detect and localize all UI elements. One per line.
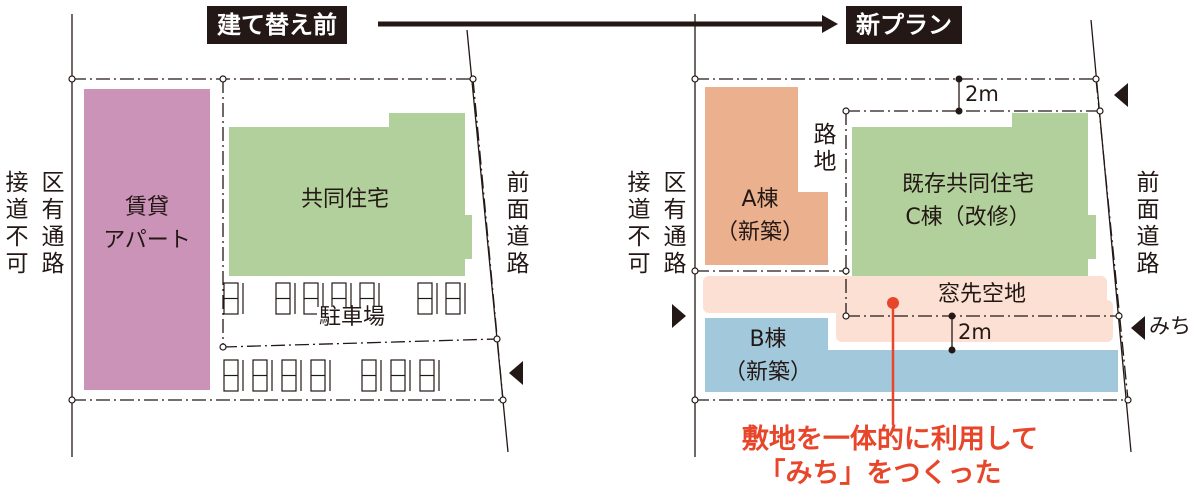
building-b-sub: （新築）: [723, 360, 813, 385]
dimension-mid-label: 2m: [958, 320, 992, 344]
building-a: [705, 87, 828, 265]
building-c-label: 既存共同住宅: [901, 172, 1035, 197]
transition-arrow: [378, 15, 838, 33]
callout-pointer: [887, 297, 899, 425]
building-a-label: A棟: [741, 187, 779, 212]
building-a-sub: （新築）: [715, 220, 805, 245]
apartment-complex-building: [229, 113, 472, 276]
entrance-marker-icon: [672, 304, 686, 328]
building-c: [852, 113, 1096, 276]
left-road-label: 区有通路: [659, 170, 685, 278]
alley-label: 路地: [809, 122, 835, 176]
parking-label: 駐車場: [316, 305, 388, 330]
apartment-label-1: 賃貸: [124, 195, 170, 220]
michi-marker-icon: [1131, 316, 1145, 340]
apartment-label-2: アパート: [103, 228, 191, 253]
after-plan: [672, 14, 1145, 457]
window-space-label: 窓先空地: [937, 282, 1027, 307]
dimension-top: [955, 75, 963, 115]
before-plan: [68, 14, 523, 457]
callout-line-1: 敷地を一体的に利用して: [741, 424, 1039, 455]
building-b: [705, 318, 1118, 392]
parking-slots-lower: [223, 359, 440, 392]
building-c-sub: C棟（改修）: [905, 205, 1031, 230]
michi-label: みち: [1149, 314, 1191, 338]
callout-line-2: 「みち」をつくった: [758, 458, 1002, 489]
no-access-label: 接道不可: [1, 170, 27, 278]
after-title: 新プラン: [846, 6, 962, 44]
front-road-label: 前面道路: [1132, 170, 1158, 278]
entrance-marker-icon: [1114, 83, 1128, 107]
front-road-label: 前面道路: [502, 170, 528, 278]
entrance-marker-icon: [509, 361, 523, 385]
left-road-label: 区有通路: [37, 170, 63, 278]
rental-apartment-building: [84, 89, 210, 390]
before-title: 建て替え前: [207, 6, 347, 44]
parking-slots-upper: [223, 282, 466, 315]
dimension-top-label: 2m: [965, 82, 999, 106]
complex-label: 共同住宅: [300, 187, 390, 212]
dimension-mid: [948, 312, 956, 354]
building-b-label: B棟: [749, 327, 787, 352]
no-access-label: 接道不可: [623, 170, 649, 278]
